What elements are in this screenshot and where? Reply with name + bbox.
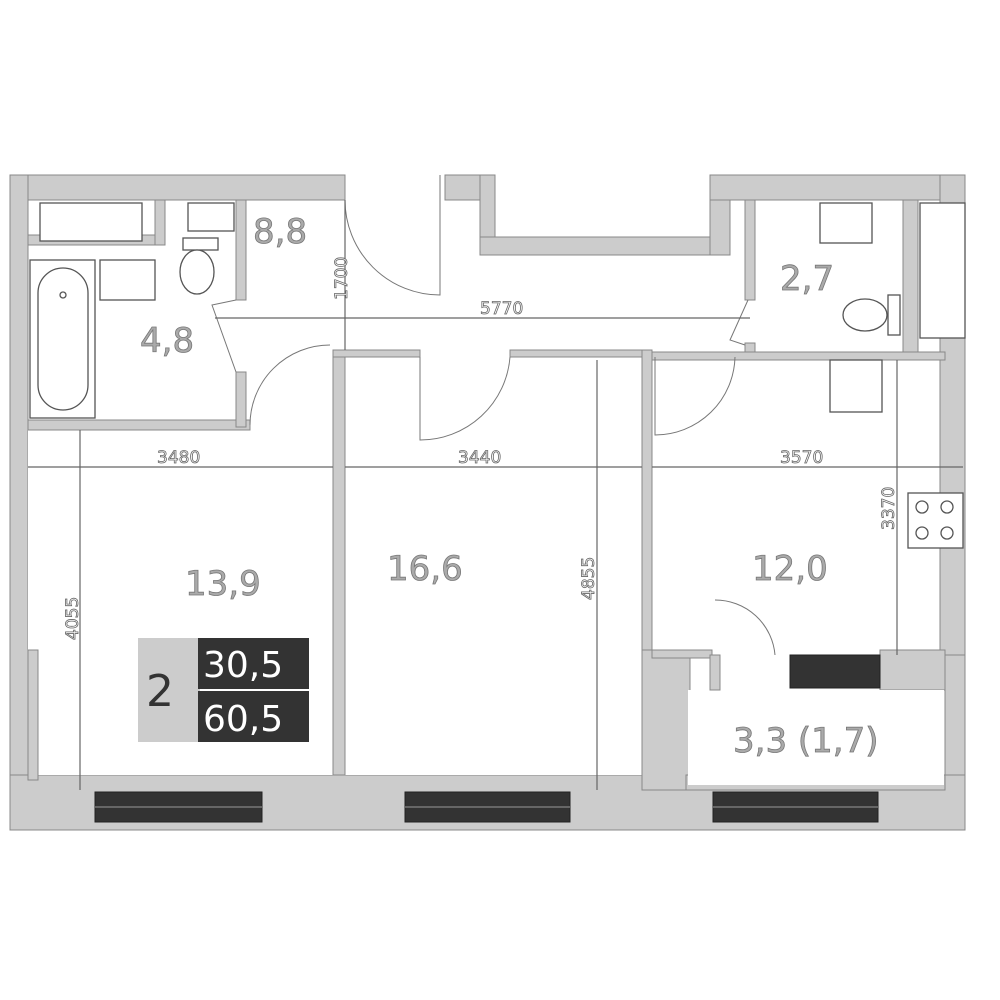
dim-room-middle-depth: 4855 bbox=[579, 557, 599, 600]
sink-wc bbox=[819, 202, 873, 244]
stove bbox=[907, 492, 964, 549]
sink bbox=[99, 259, 156, 301]
dim-room-left-depth: 4055 bbox=[63, 597, 83, 640]
room-area-balcony: 3,3 (1,7) bbox=[733, 721, 878, 761]
apartment-badge: 2 30,5 60,5 bbox=[138, 638, 309, 742]
room-area-bathroom: 4,8 bbox=[140, 321, 194, 361]
room-area-wc: 2,7 bbox=[780, 259, 834, 299]
dim-room-middle-width: 3440 bbox=[458, 448, 501, 468]
room-area-middle: 16,6 bbox=[387, 549, 463, 589]
dimension-lines bbox=[28, 200, 963, 790]
room-area-hallway: 8,8 bbox=[253, 212, 307, 252]
room-area-kitchen: 12,0 bbox=[752, 549, 828, 589]
toilet bbox=[179, 249, 215, 295]
doors bbox=[211, 175, 776, 656]
room-area-left: 13,9 bbox=[185, 564, 261, 604]
dim-kitchen-width: 3570 bbox=[780, 448, 823, 468]
badge-living-area: 30,5 bbox=[203, 645, 283, 686]
badge-total-area: 60,5 bbox=[203, 699, 283, 740]
fixtures bbox=[29, 202, 966, 549]
dim-kitchen-depth: 3370 bbox=[879, 487, 899, 530]
windows bbox=[94, 654, 881, 823]
walls bbox=[9, 174, 966, 831]
window-kitchen bbox=[789, 654, 881, 689]
toilet-wc bbox=[842, 298, 888, 332]
badge-room-count: 2 bbox=[146, 666, 174, 717]
dim-hall-width: 5770 bbox=[480, 299, 523, 319]
dim-hall-height: 1700 bbox=[332, 257, 352, 300]
kitchen-sink bbox=[829, 359, 883, 413]
dim-room-left-width: 3480 bbox=[157, 448, 200, 468]
